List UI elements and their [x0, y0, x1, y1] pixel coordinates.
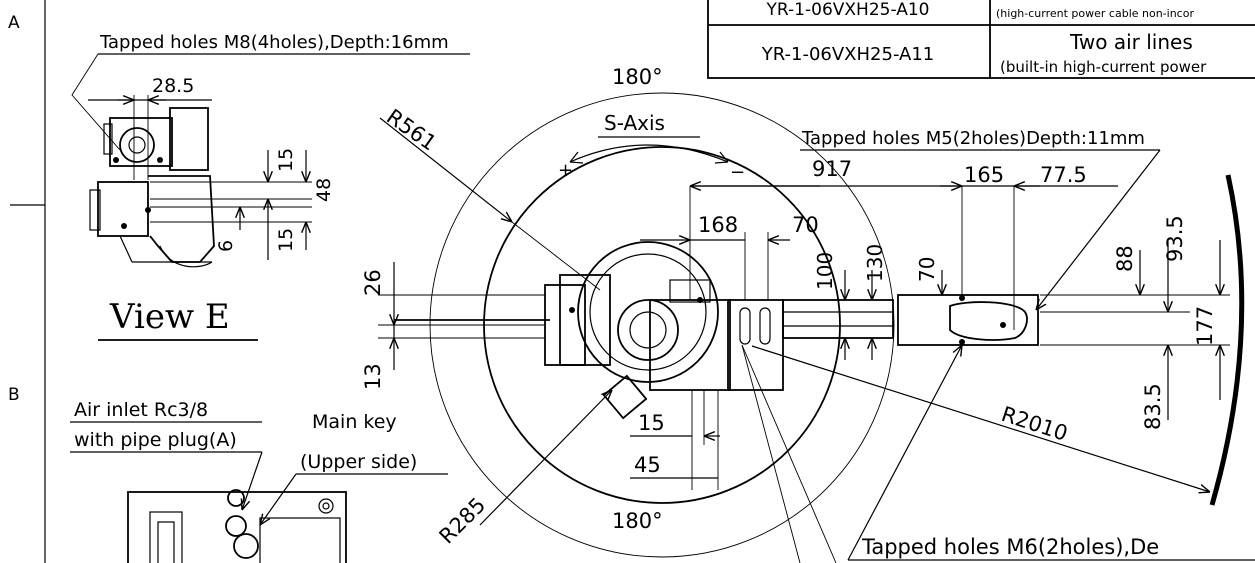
- main-key-label: (Upper side): [300, 451, 417, 473]
- dim-83-5-label: 83.5: [1141, 383, 1165, 430]
- table-row-model: YR-1-06VXH25-A11: [761, 44, 935, 65]
- view-e-dim-48: 48: [313, 178, 335, 202]
- dim-88-label: 88: [1113, 245, 1137, 272]
- s-axis-label: S-Axis: [604, 111, 665, 135]
- table-row-note: Two air lines: [1069, 30, 1193, 54]
- view-e-tapped-note: Tapped holes M8(4holes),Depth:16mm: [99, 32, 449, 53]
- view-e-dim-28-5: 28.5: [152, 75, 194, 97]
- s-axis-minus: −: [730, 162, 745, 183]
- dim-15-label: 15: [638, 411, 665, 435]
- table-row-note: (high-current power cable non-incor: [996, 7, 1194, 20]
- view-e-dim-15a: 15: [275, 148, 297, 172]
- model-table: YR-1-06VXH25-A10 (high-current power cab…: [707, 0, 1255, 79]
- dim-70b-label: 70: [915, 257, 939, 282]
- dim-168-label: 168: [698, 213, 738, 237]
- dim-917-label: 917: [812, 157, 852, 181]
- air-inlet-label: Air inlet Rc3/8: [74, 399, 208, 421]
- r2010-arc: [1209, 174, 1245, 506]
- view-e-detail: Tapped holes M8(4holes),Depth:16mm 28.5: [71, 32, 470, 341]
- angle-bottom-label: 180°: [612, 509, 663, 533]
- dim-93-5-label: 93.5: [1163, 215, 1187, 262]
- s-axis-plus: +: [558, 160, 573, 181]
- top-view: 180° 180° S-Axis + − R561 R285 R2010 26 …: [361, 65, 1255, 563]
- dim-130-label: 130: [863, 244, 887, 282]
- note-m6-tapped-holes: Tapped holes M6(2holes),De: [861, 535, 1159, 559]
- main-key-label: Main key: [312, 411, 397, 433]
- dim-70a-label: 70: [792, 213, 819, 237]
- dim-177-label: 177: [1193, 306, 1217, 346]
- view-e-dim-15b: 15: [275, 228, 297, 252]
- dim-45-label: 45: [634, 453, 661, 477]
- note-m5-tapped-holes: Tapped holes M5(2holes)Depth:11mm: [801, 128, 1145, 149]
- robot-body: [544, 241, 1039, 420]
- angle-top-label: 180°: [612, 65, 663, 89]
- base-detail: Air inlet Rc3/8 with pipe plug(A) Main k…: [70, 399, 448, 563]
- dim-100-label: 100: [813, 252, 837, 290]
- dim-165-label: 165: [964, 163, 1004, 187]
- zone-label-b: B: [8, 385, 20, 405]
- view-e-part: [89, 107, 215, 268]
- view-e-title: View E: [109, 297, 230, 337]
- radius-r285-label: R285: [435, 493, 491, 549]
- radius-r561-label: R561: [382, 104, 441, 155]
- table-row-note: (built-in high-current power: [1000, 58, 1207, 76]
- air-inlet-label: with pipe plug(A): [74, 429, 237, 451]
- dim-77-5-label: 77.5: [1040, 163, 1087, 187]
- radius-r2010-label: R2010: [998, 402, 1070, 446]
- view-e-dim-6: 6: [215, 240, 237, 252]
- zone-label-a: A: [8, 13, 20, 33]
- sheet-frame: A B: [8, 0, 46, 563]
- s-axis-rotation-arrow: [569, 144, 729, 163]
- dim-26-label: 26: [361, 269, 385, 296]
- table-row-model: YR-1-06VXH25-A10: [766, 0, 930, 20]
- dim-13-label: 13: [361, 363, 385, 390]
